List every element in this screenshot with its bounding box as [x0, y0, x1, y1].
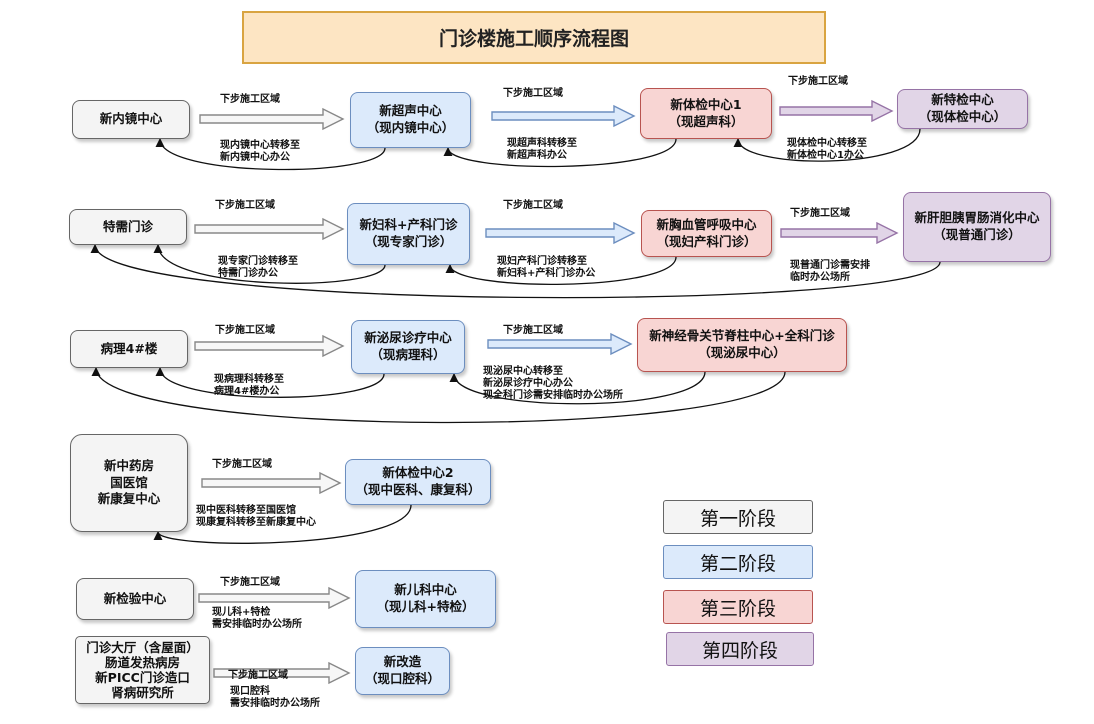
node-label: 新康复中心 — [97, 491, 161, 507]
node-label: 新体检中心1 — [670, 96, 742, 112]
node-label: 新泌尿诊疗中心 — [364, 330, 452, 346]
node-new-exam-center-1: 新体检中心1 （现超声科） — [640, 88, 772, 139]
next-area-label: 下步施工区域 — [212, 459, 272, 470]
node-outpatient-hall: 门诊大厅（含屋面） 肠道发热病房 新PICC门诊造口 肾病研究所 — [75, 636, 210, 704]
next-area-block-arrow — [485, 221, 636, 245]
node-label: 新中药房 — [103, 457, 154, 473]
node-sublabel: （现专家门诊） — [364, 234, 453, 249]
relocation-note: 现妇产科门诊转移至新妇科+产科门诊办公 — [497, 256, 596, 280]
node-sublabel: （现妇产科门诊） — [656, 233, 757, 249]
return-arrow — [733, 128, 921, 162]
node-label: 新体检中心2 — [382, 465, 454, 481]
relocation-note: 现病理科转移至病理4#楼办公 — [214, 374, 284, 398]
next-area-label: 下步施工区域 — [788, 76, 848, 87]
node-label: 肾病研究所 — [111, 685, 174, 700]
node-sublabel: （现超声科） — [668, 113, 744, 129]
node-label: 新改造 — [383, 654, 422, 670]
node-sublabel: （现普通门诊） — [933, 227, 1021, 242]
return-arrow — [449, 371, 706, 405]
return-arrow — [153, 504, 412, 544]
node-label: 新妇科+产科门诊 — [359, 217, 458, 233]
next-area-label: 下步施工区域 — [503, 325, 563, 336]
next-area-block-arrow — [198, 586, 351, 610]
relocation-note: 现专家门诊转移至特需门诊办公 — [218, 256, 298, 280]
next-area-label: 下步施工区域 — [503, 88, 563, 99]
legend-stage-2: 第二阶段 — [663, 545, 813, 579]
node-special-clinic: 特需门诊 — [69, 209, 187, 245]
legend-stage-4: 第四阶段 — [666, 632, 814, 666]
next-area-block-arrow — [194, 217, 345, 241]
node-label: 门诊大厅（含屋面） — [86, 640, 199, 655]
relocation-note: 现中医科转移至国医馆现康复科转移至新康复中心 — [196, 505, 316, 529]
node-pathology-building-4: 病理4#楼 — [70, 330, 188, 368]
node-new-neuro-orthopedic-center: 新神经骨关节脊柱中心+全科门诊 （现泌尿中心） — [637, 318, 847, 372]
node-new-pediatrics-center: 新儿科中心 （现儿科+特检） — [355, 570, 496, 628]
node-sublabel: （现口腔科） — [364, 671, 440, 686]
node-label: 国医馆 — [110, 474, 148, 490]
return-arrow — [91, 367, 786, 424]
return-arrow — [155, 367, 385, 398]
node-new-endoscopy-center: 新内镜中心 — [72, 100, 190, 139]
node-label: 新PICC门诊造口 — [95, 670, 190, 685]
next-area-label: 下步施工区域 — [220, 94, 280, 105]
node-sublabel: （现内镜中心） — [366, 120, 455, 135]
node-sublabel: （现病理科） — [370, 347, 446, 362]
node-new-special-exam-center: 新特检中心 （现体检中心） — [897, 89, 1028, 129]
node-label: 新内镜中心 — [99, 111, 163, 127]
node-label: 新神经骨关节脊柱中心+全科门诊 — [649, 328, 835, 344]
return-arrow — [155, 138, 386, 171]
node-label: 新儿科中心 — [394, 582, 457, 598]
node-label: 特需门诊 — [102, 218, 153, 234]
node-new-hepatobiliary-digestive-center: 新肝胆胰胃肠消化中心 （现普通门诊） — [903, 192, 1051, 262]
node-label: 新检验中心 — [103, 590, 167, 606]
relocation-note: 现儿科+特检需安排临时办公场所 — [212, 607, 302, 631]
next-area-block-arrow — [487, 332, 633, 356]
next-area-label: 下步施工区域 — [215, 325, 275, 336]
node-sublabel: （现泌尿中心） — [698, 345, 786, 360]
relocation-note: 现泌尿中心转移至新泌尿诊疗中心办公现全科门诊需安排临时办公场所 — [483, 366, 623, 402]
relocation-note: 现内镜中心转移至新内镜中心办公 — [220, 140, 300, 164]
legend-stage-1: 第一阶段 — [663, 500, 813, 534]
relocation-note: 现口腔科需安排临时办公场所 — [230, 686, 320, 710]
node-label: 病理4#楼 — [100, 340, 158, 356]
node-label: 肠道发热病房 — [104, 655, 180, 670]
node-new-renovation: 新改造 （现口腔科） — [355, 647, 450, 695]
return-arrow — [153, 244, 386, 284]
node-label: 新特检中心 — [931, 92, 994, 108]
node-new-exam-center-2: 新体检中心2 （现中医科、康复科） — [345, 459, 491, 505]
diagram-title: 门诊楼施工顺序流程图 — [242, 11, 826, 64]
next-area-label: 下步施工区域 — [220, 577, 280, 588]
node-new-ultrasound-center: 新超声中心 （现内镜中心） — [350, 92, 471, 148]
node-sublabel: （现中医科、康复科） — [355, 482, 481, 497]
node-new-pharmacy-tcm-rehab: 新中药房 国医馆 新康复中心 — [70, 434, 188, 532]
node-new-lab-center: 新检验中心 — [76, 578, 194, 620]
next-area-block-arrow — [213, 661, 351, 685]
node-new-chest-vascular-respiratory-center: 新胸血管呼吸中心 （现妇产科门诊） — [641, 210, 772, 257]
next-area-label: 下步施工区域 — [790, 208, 850, 219]
node-sublabel: （现儿科+特检） — [376, 599, 475, 614]
next-area-block-arrow — [491, 104, 636, 128]
node-label: 新超声中心 — [379, 103, 442, 119]
next-area-block-arrow — [201, 471, 342, 495]
return-arrow — [445, 256, 677, 285]
node-new-urology-center: 新泌尿诊疗中心 （现病理科） — [351, 320, 465, 374]
next-area-label: 下步施工区域 — [228, 670, 288, 681]
return-arrow — [90, 244, 941, 299]
next-area-block-arrow — [199, 107, 345, 131]
node-sublabel: （现体检中心） — [918, 109, 1007, 124]
relocation-note: 现超声科转移至新超声科办公 — [507, 138, 577, 162]
next-area-block-arrow — [779, 99, 894, 123]
next-area-block-arrow — [780, 221, 899, 245]
next-area-block-arrow — [194, 334, 345, 358]
return-arrow — [443, 138, 677, 168]
node-new-gyn-obstetrics-clinic: 新妇科+产科门诊 （现专家门诊） — [347, 203, 470, 265]
node-label: 新肝胆胰胃肠消化中心 — [914, 210, 1040, 226]
legend-stage-3: 第三阶段 — [663, 590, 813, 624]
relocation-note: 现体检中心转移至新体检中心1办公 — [787, 138, 867, 162]
next-area-label: 下步施工区域 — [503, 200, 563, 211]
node-label: 新胸血管呼吸中心 — [656, 216, 757, 232]
next-area-label: 下步施工区域 — [215, 200, 275, 211]
relocation-note: 现普通门诊需安排临时办公场所 — [790, 260, 870, 284]
